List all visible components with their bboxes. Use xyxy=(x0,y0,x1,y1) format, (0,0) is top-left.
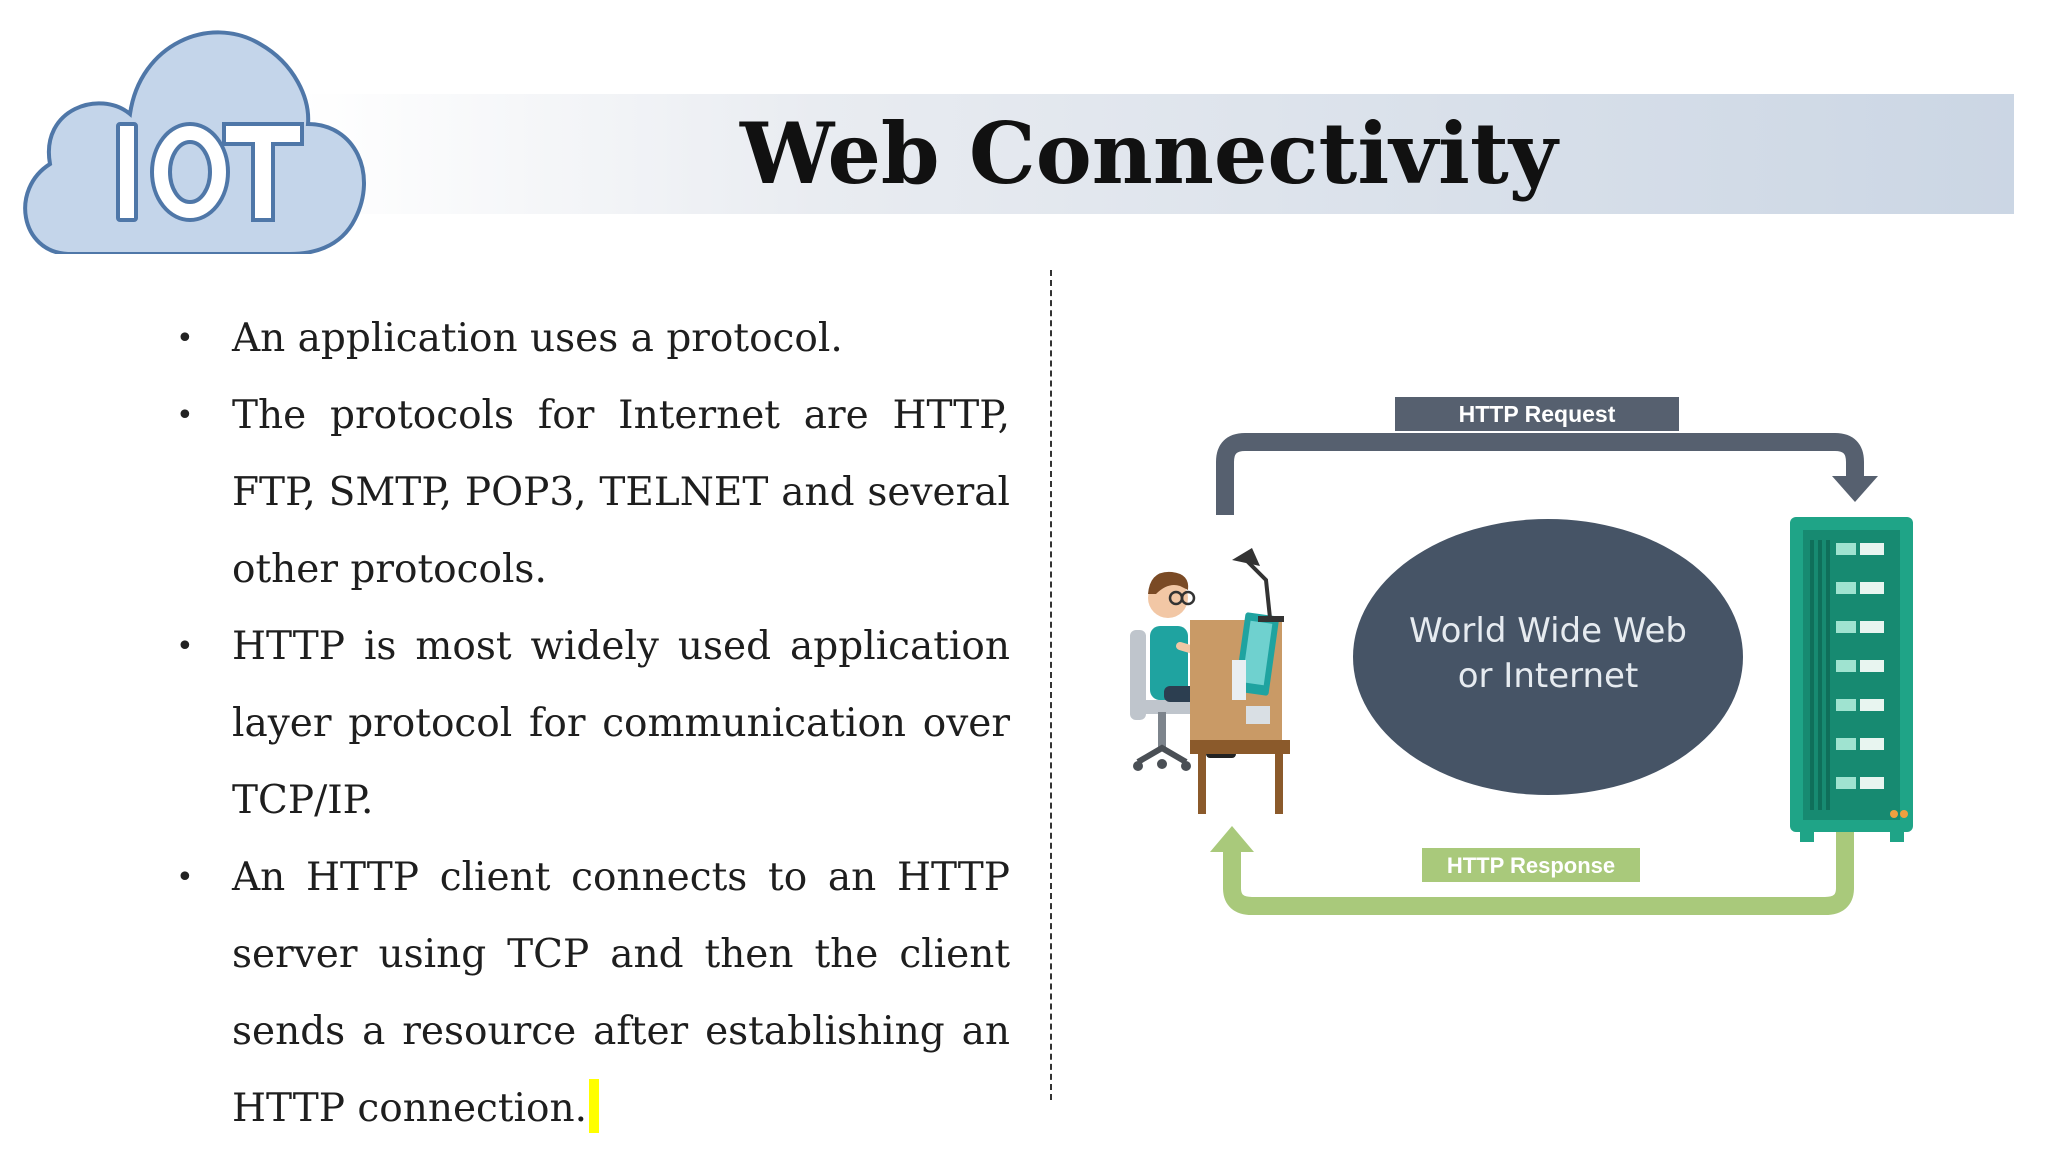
request-arrow xyxy=(1216,433,1864,515)
iot-cloud-logo-icon xyxy=(23,30,366,254)
response-label: HTTP Response xyxy=(1447,853,1615,878)
request-arrowhead-icon xyxy=(1832,476,1878,502)
bullet-icon: • xyxy=(176,398,194,433)
bullet-list: • An application uses a protocol. • The pr… xyxy=(170,300,1010,1147)
title-band xyxy=(300,94,2014,214)
text-cursor-highlight xyxy=(589,1079,600,1133)
bullet-text: The protocols for Internet are HTTP, FTP… xyxy=(232,393,1010,592)
response-arrow xyxy=(1223,830,1854,915)
bullet-icon: • xyxy=(176,860,194,895)
cloud-line-1: World Wide Web xyxy=(1409,611,1687,651)
bullet-text: An HTTP client connects to an HTTP serve… xyxy=(232,855,1010,1131)
bullet-text: An application uses a protocol. xyxy=(232,316,843,361)
request-label: HTTP Request xyxy=(1459,401,1616,427)
response-label-box xyxy=(1422,848,1640,882)
bullet-icon: • xyxy=(176,629,194,664)
bullet-item: • An HTTP client connects to an HTTP serv… xyxy=(170,839,1010,1147)
column-divider xyxy=(1050,270,1052,1100)
bullet-icon: • xyxy=(176,321,194,356)
request-label-box xyxy=(1395,397,1679,431)
internet-ellipse xyxy=(1353,519,1743,795)
http-diagram: HTTP Request HTTP Response World Wide We… xyxy=(1130,397,1913,915)
slide-title: Web Connectivity xyxy=(740,104,1558,203)
person-at-desk-icon xyxy=(1130,548,1290,814)
server-rack-icon xyxy=(1790,517,1913,842)
cloud-line-2: or Internet xyxy=(1458,656,1639,696)
response-arrowhead-icon xyxy=(1210,826,1254,852)
bullet-item: • The protocols for Internet are HTTP, FT… xyxy=(170,377,1010,608)
bullet-text: HTTP is most widely used application lay… xyxy=(232,624,1010,823)
bullet-item: • An application uses a protocol. xyxy=(170,300,1010,377)
bullet-item: • HTTP is most widely used application la… xyxy=(170,608,1010,839)
